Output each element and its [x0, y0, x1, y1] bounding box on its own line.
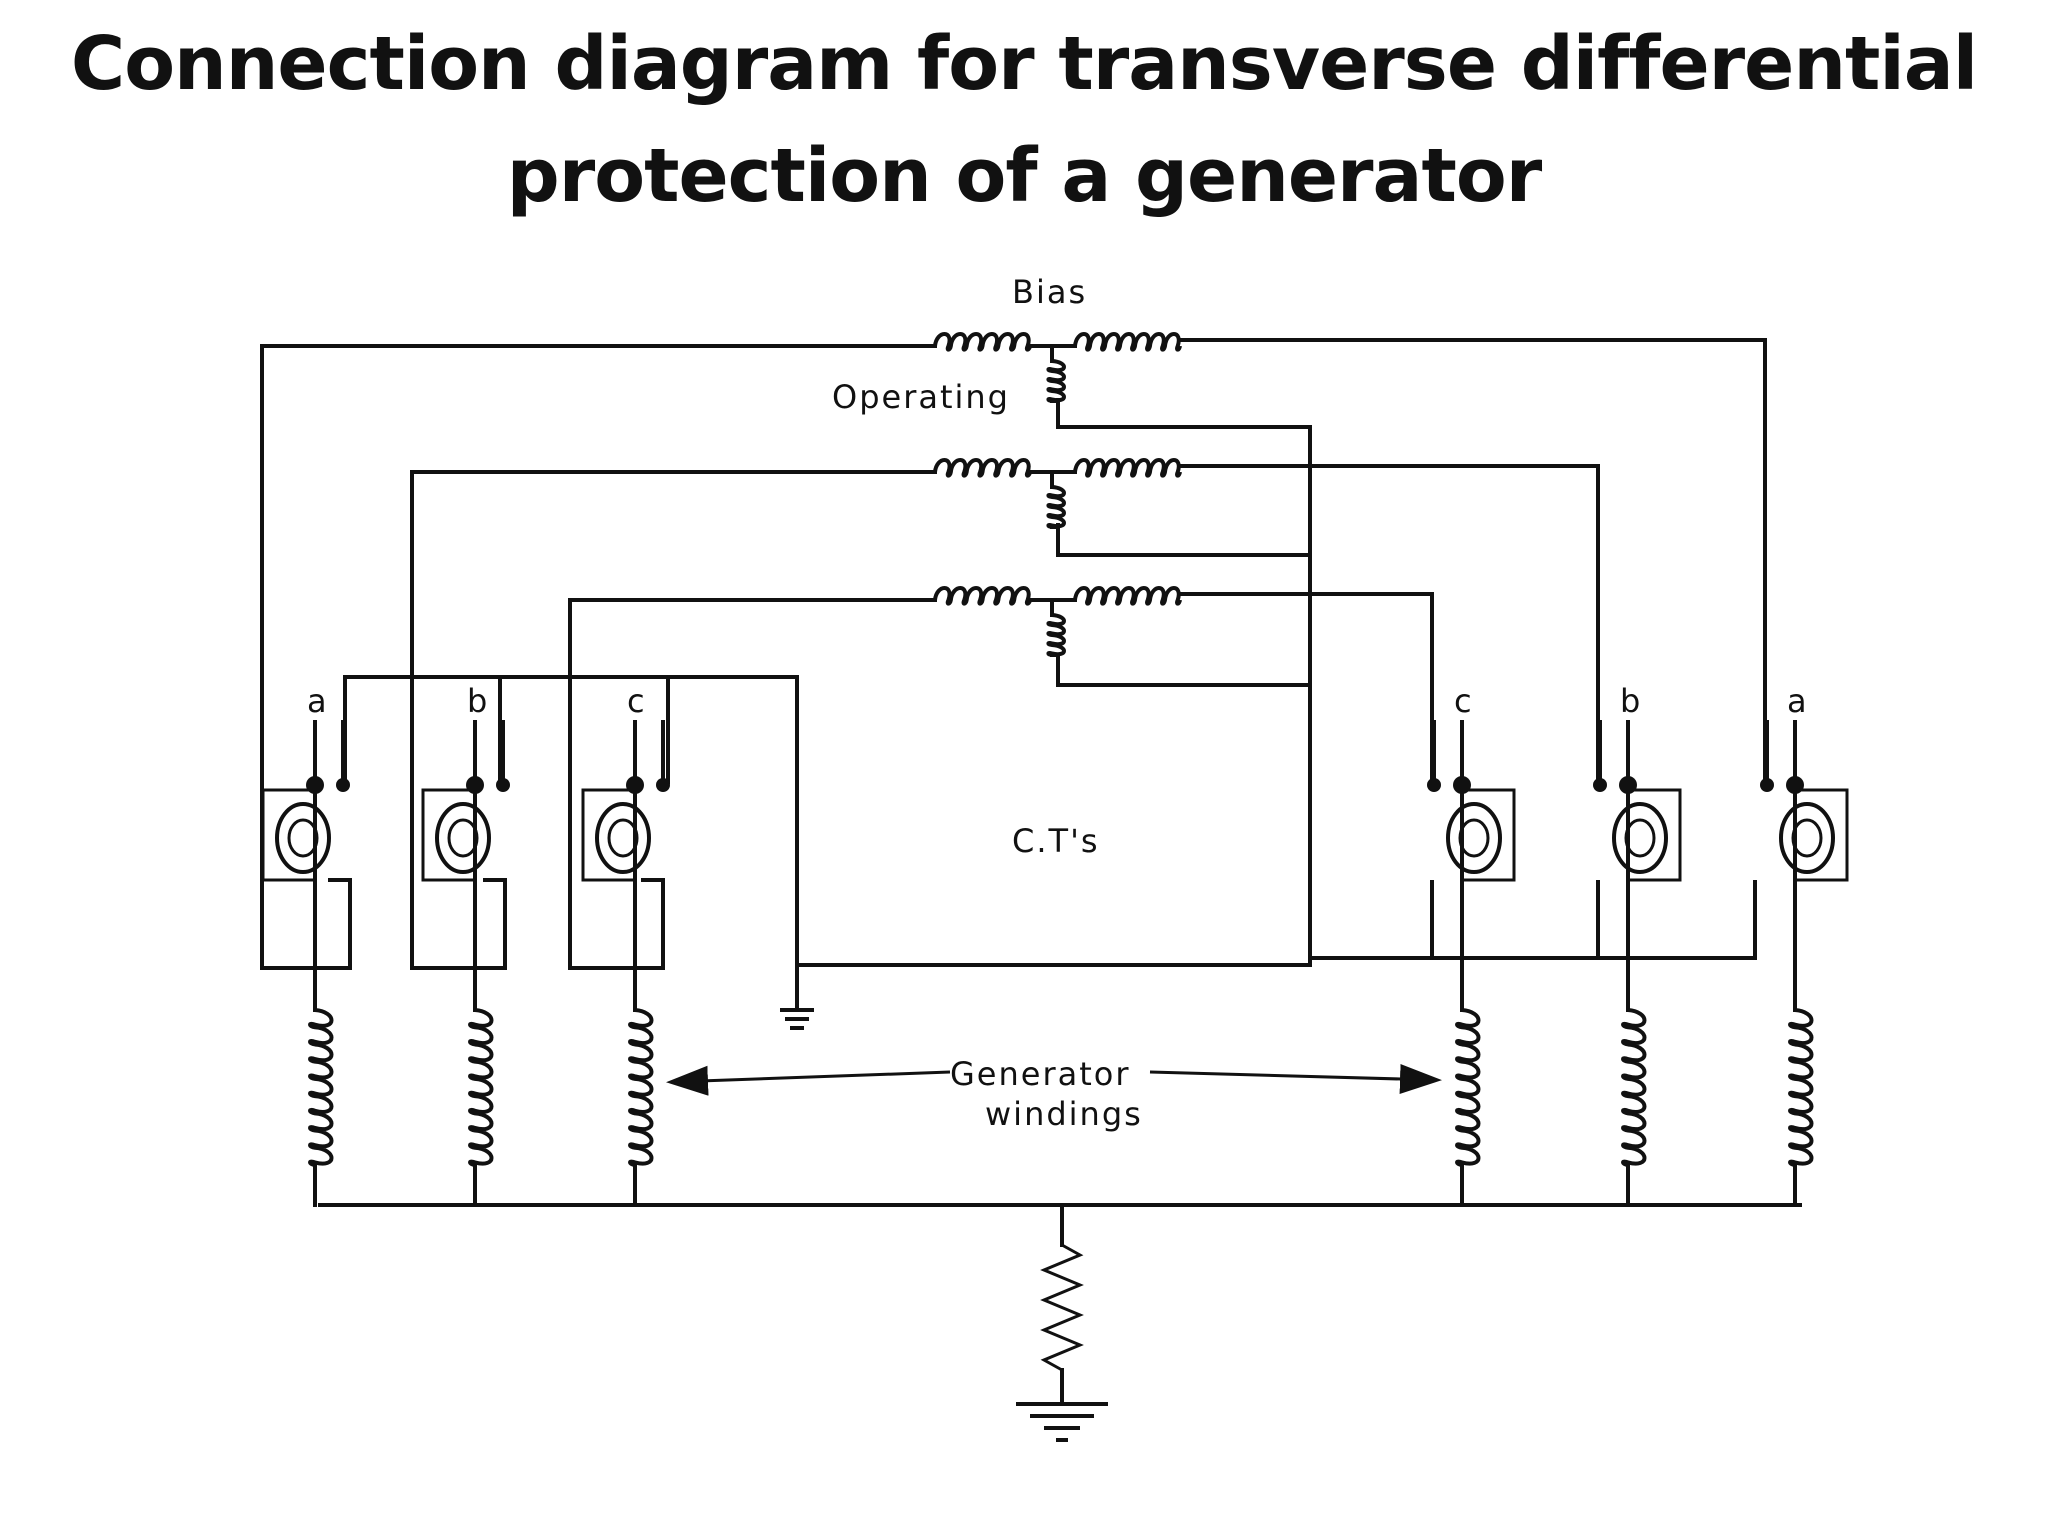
- relay-3: [933, 586, 1182, 657]
- operating-coil: [1046, 485, 1066, 529]
- ct-core: [1791, 818, 1823, 858]
- bias-coil-right: [1073, 586, 1182, 606]
- relay-1-wiring: [260, 338, 1767, 970]
- relay-2: [933, 458, 1182, 529]
- bias-coil-right: [1073, 332, 1182, 352]
- ct-secondary-loop: [1462, 788, 1516, 882]
- left-phase-c: c: [581, 682, 670, 1207]
- relay-group: [933, 332, 1182, 657]
- secondary-terminal-dot: [1593, 778, 1607, 792]
- right-phase-label-c: c: [1454, 682, 1474, 720]
- bias-label: Bias: [1012, 273, 1087, 311]
- generator-winding: [1455, 1008, 1481, 1167]
- operating-label: Operating: [832, 378, 1010, 416]
- current-transformer: [595, 802, 651, 874]
- bias-coil-left: [933, 586, 1032, 606]
- generator-label-line2: windings: [985, 1095, 1143, 1133]
- relay-3-wiring: [568, 592, 1434, 970]
- bias-coil-right: [1073, 458, 1182, 478]
- title-line-1: Connection diagram for transverse differ…: [70, 21, 1978, 107]
- secondary-terminal-dot: [1760, 778, 1774, 792]
- relay-2-wiring: [410, 464, 1600, 970]
- right-phase-a: a: [1760, 682, 1849, 1207]
- generator-windings-callout: Generator windings: [666, 1055, 1442, 1133]
- ground-symbol-ct: [780, 1008, 814, 1030]
- current-transformer: [1446, 802, 1502, 874]
- bias-coil-left: [933, 332, 1032, 352]
- ct-core: [1458, 818, 1490, 858]
- secondary-terminal-dot: [336, 778, 350, 792]
- generator-winding: [468, 1008, 494, 1167]
- ct-secondary-loop: [1795, 788, 1849, 882]
- current-transformer: [1612, 802, 1668, 874]
- right-phase-label-b: b: [1620, 682, 1642, 720]
- ct-core: [607, 818, 639, 858]
- operating-coil: [1046, 613, 1066, 657]
- relay-1: [933, 332, 1182, 403]
- current-transformer: [1779, 802, 1835, 874]
- bias-coil-left: [933, 458, 1032, 478]
- left-ct-interconnect: [343, 675, 1312, 1030]
- ct-core: [447, 818, 479, 858]
- ct-secondary-loop: [581, 788, 635, 882]
- ct-secondary-loop: [421, 788, 475, 882]
- ct-label: C.T's: [1012, 822, 1100, 860]
- ground-symbol-neutral: [1016, 1402, 1108, 1442]
- current-transformer: [275, 802, 331, 874]
- right-phase-b: b: [1593, 682, 1682, 1207]
- left-phase-b: b: [421, 682, 510, 1207]
- secondary-terminal-dot: [1427, 778, 1441, 792]
- generator-winding: [1788, 1008, 1814, 1167]
- secondary-terminal-dot: [656, 778, 670, 792]
- current-transformer: [435, 802, 491, 874]
- neutral-bus: [318, 1203, 1802, 1442]
- generator-label-line1: Generator: [950, 1055, 1131, 1093]
- generator-winding: [628, 1008, 654, 1167]
- generator-winding: [1621, 1008, 1647, 1167]
- ct-core: [1624, 818, 1656, 858]
- ct-core: [287, 818, 319, 858]
- right-phase-c: c: [1427, 682, 1516, 1207]
- ct-secondary-loop: [1628, 788, 1682, 882]
- right-ct-return-bus: [1308, 880, 1757, 960]
- right-phase-label-a: a: [1787, 682, 1809, 720]
- neutral-resistor: [1040, 1243, 1084, 1372]
- left-phase-label-c: c: [627, 682, 647, 720]
- left-phase-a: a: [261, 682, 350, 1207]
- left-phase-label-a: a: [307, 682, 329, 720]
- operating-coil: [1046, 359, 1066, 403]
- left-phase-label-b: b: [467, 682, 489, 720]
- ct-secondary-loop: [261, 788, 315, 882]
- slide-title: Connection diagram for transverse differ…: [0, 8, 2048, 232]
- secondary-terminal-dot: [496, 778, 510, 792]
- generator-winding: [308, 1008, 334, 1167]
- title-line-2: protection of a generator: [506, 133, 1542, 219]
